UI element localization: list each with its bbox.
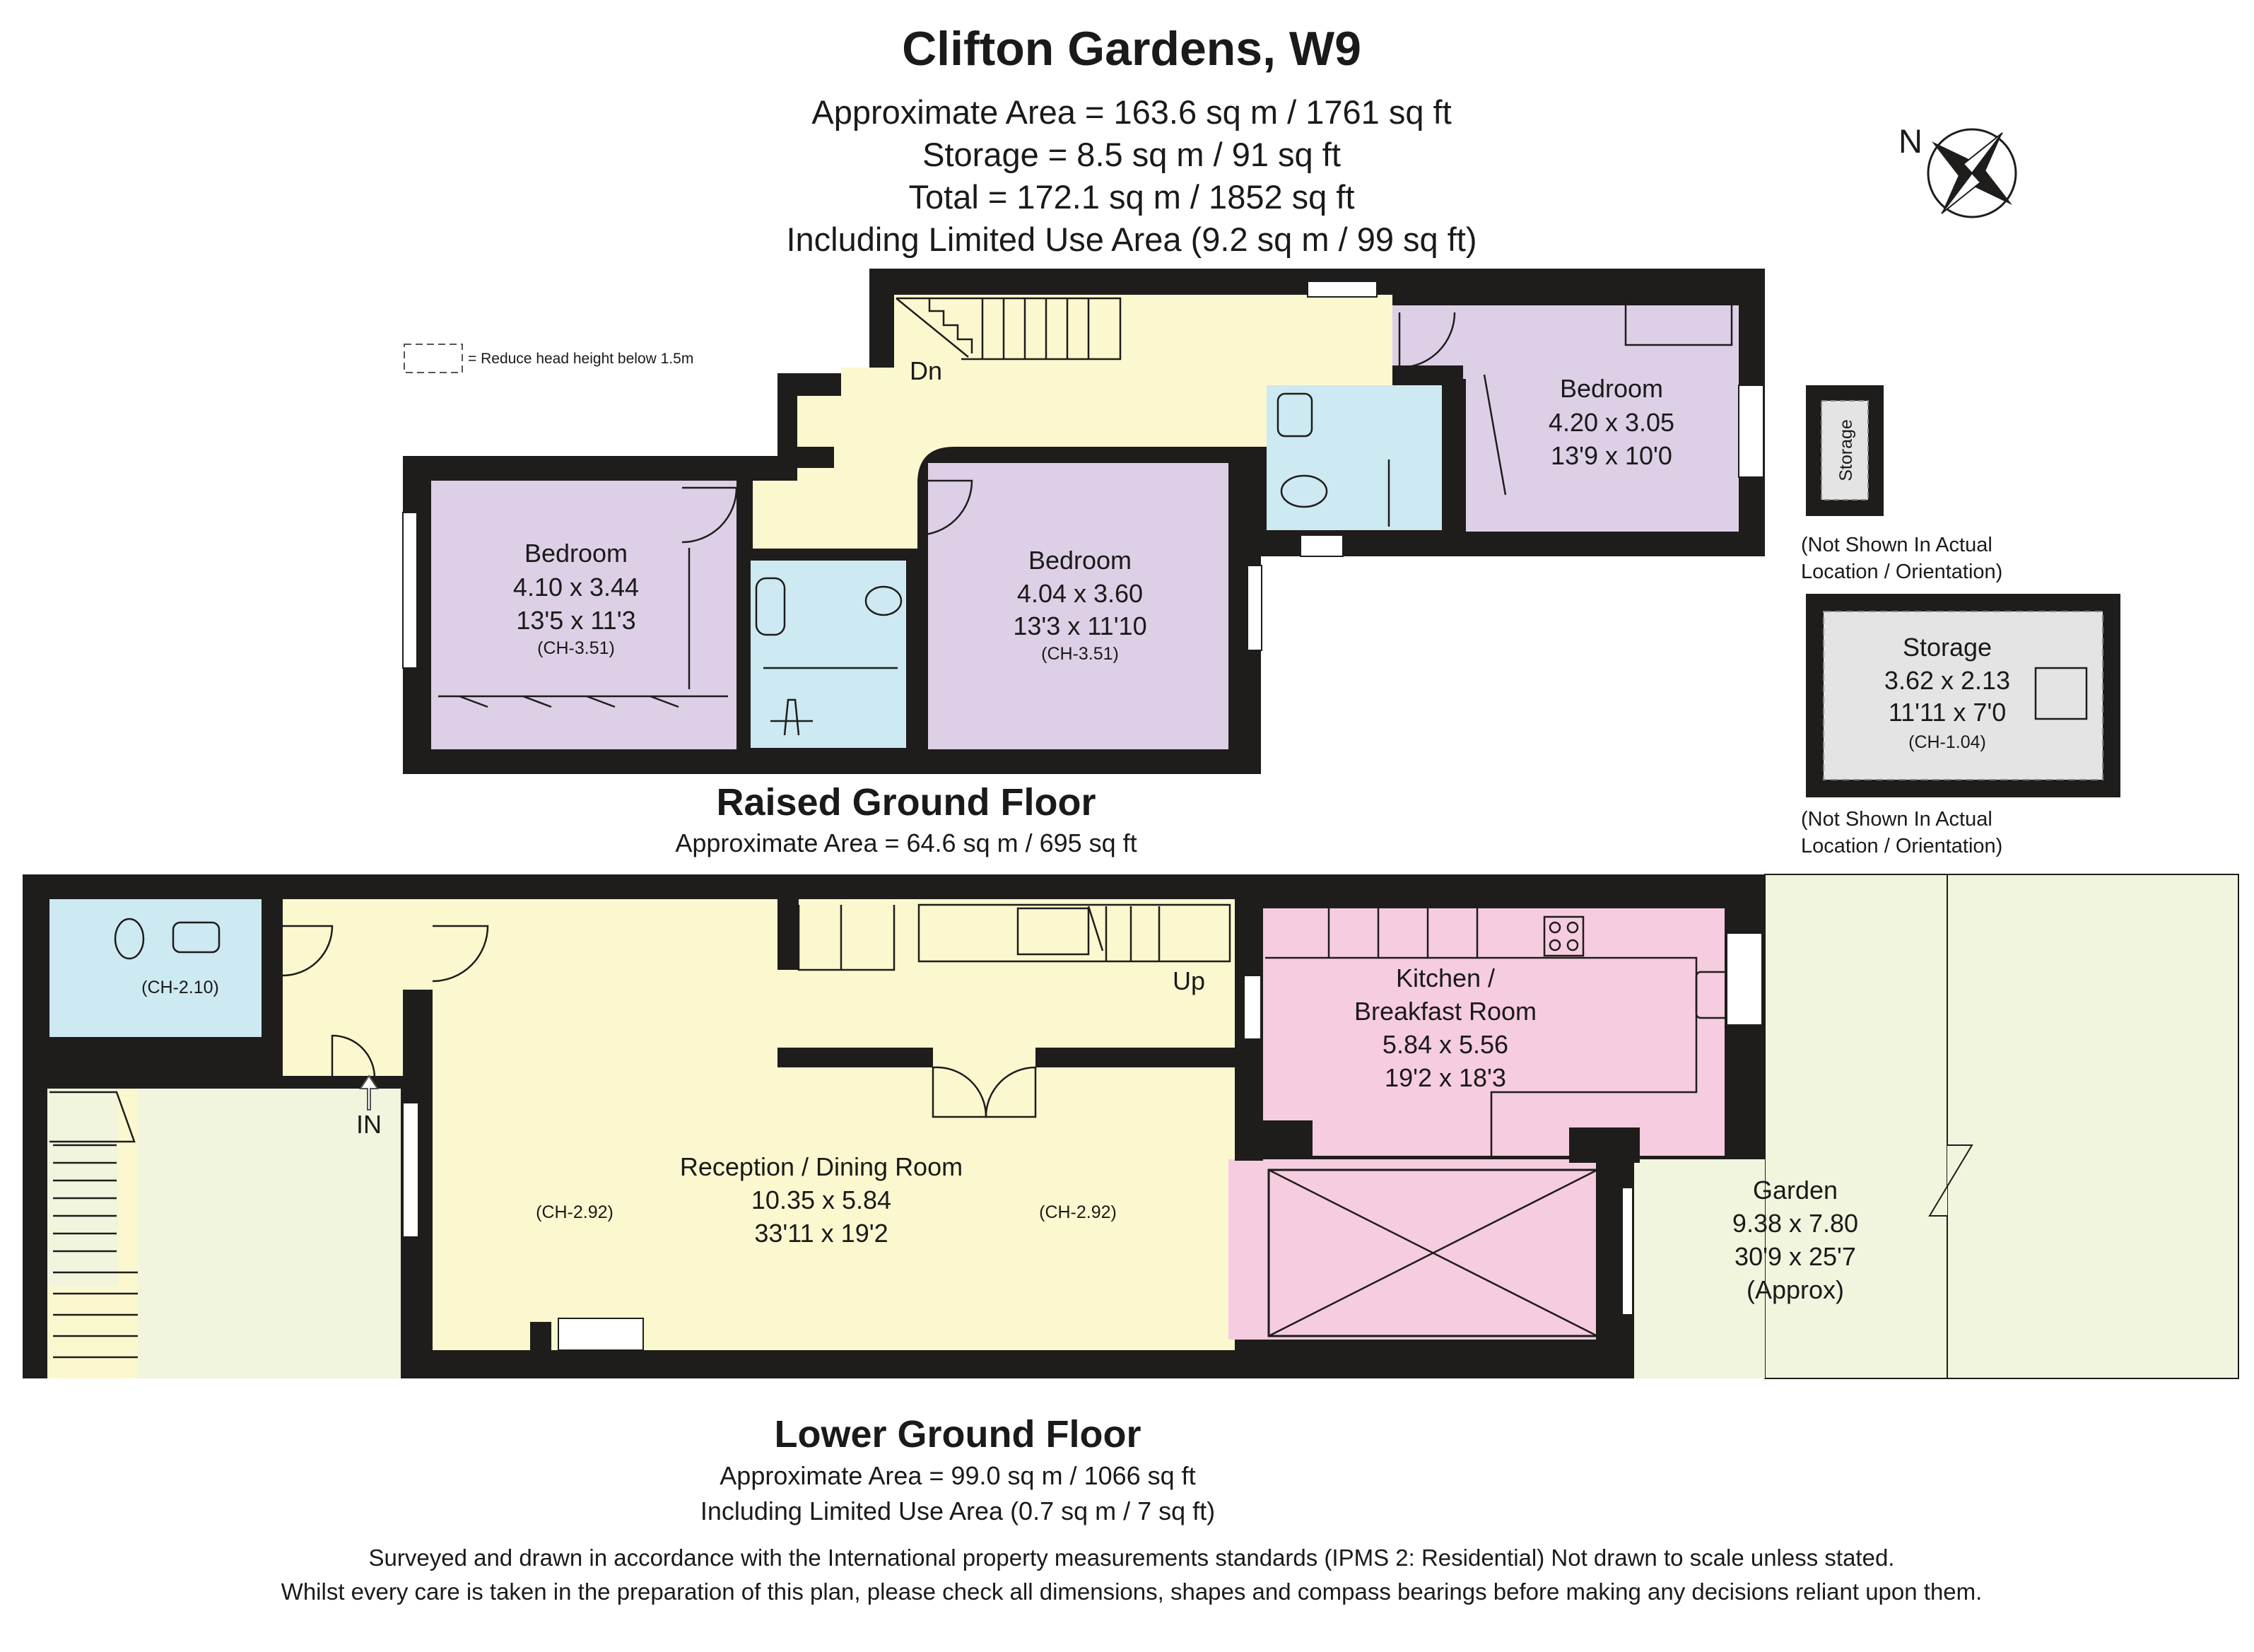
entrance-label: IN xyxy=(356,1110,382,1139)
storage-area-line: Storage = 8.5 sq m / 91 sq ft xyxy=(922,136,1341,173)
kitchen-imperial: 19'2 x 18'3 xyxy=(1385,1063,1506,1092)
total-area-line: Approximate Area = 163.6 sq m / 1761 sq … xyxy=(811,93,1451,131)
storage-large-ceiling: (CH-1.04) xyxy=(1908,732,1986,752)
bedroom-right-metric: 4.20 x 3.05 xyxy=(1549,408,1674,437)
lower-floor-area: Approximate Area = 99.0 sq m / 1066 sq f… xyxy=(720,1461,1195,1490)
sink-icon xyxy=(755,392,1313,636)
legend-text: = Reduce head height below 1.5m xyxy=(468,351,693,367)
wc-ceiling: (CH-2.10) xyxy=(141,978,219,997)
page-title: Clifton Gardens, W9 xyxy=(902,22,1361,76)
bedroom-middle-name: Bedroom xyxy=(1028,546,1132,575)
compass-icon: N xyxy=(1898,122,2017,218)
storage-small-note-2: Location / Orientation) xyxy=(1801,561,2002,583)
hob-icon xyxy=(1543,915,1585,957)
storage-large-name: Storage xyxy=(1903,633,1992,662)
bedroom-left-name: Bedroom xyxy=(524,539,628,568)
staircase-up-icon xyxy=(49,1091,138,1359)
kitchen-name-line2: Breakfast Room xyxy=(1354,997,1537,1026)
staircase-down-icon xyxy=(896,297,1122,361)
stairs-down-label: Dn xyxy=(910,356,942,385)
footer-disclaimer-1: Surveyed and drawn in accordance with th… xyxy=(369,1545,1895,1571)
reception-metric: 10.35 x 5.84 xyxy=(751,1185,891,1214)
reception-ceiling-right: (CH-2.92) xyxy=(1039,1202,1117,1222)
garden-note: (Approx) xyxy=(1747,1275,1844,1304)
storage-large-imperial: 11'11 x 7'0 xyxy=(1889,698,2007,727)
limited-use-line: Including Limited Use Area (9.2 sq m / 9… xyxy=(786,221,1477,258)
reception-imperial: 33'11 x 19'2 xyxy=(754,1219,888,1248)
kitchen-name-line1: Kitchen / xyxy=(1396,963,1495,992)
skylight-icon xyxy=(1267,1168,1599,1337)
storage-small-note-1: (Not Shown In Actual xyxy=(1801,534,1992,556)
garden-imperial: 30'9 x 25'7 xyxy=(1734,1242,1856,1271)
kitchen-metric: 5.84 x 5.56 xyxy=(1383,1030,1508,1059)
header: Clifton Gardens, W9 Approximate Area = 1… xyxy=(786,22,1477,258)
compass-north-label: N xyxy=(1898,122,1923,160)
door-swing-icon xyxy=(282,925,1037,1118)
bedroom-right-name: Bedroom xyxy=(1560,374,1663,403)
kitchen-sink-icon xyxy=(1695,932,1763,1026)
storage-large-note-2: Location / Orientation) xyxy=(1801,835,2002,857)
grand-total-line: Total = 172.1 sq m / 1852 sq ft xyxy=(909,178,1355,216)
storage-large: Storage 3.62 x 2.13 11'11 x 7'0 (CH-1.04… xyxy=(1801,594,2120,857)
toilet-icon xyxy=(864,474,1328,616)
bedroom-right-imperial: 13'9 x 10'0 xyxy=(1551,441,1672,470)
lower-floor-title: Lower Ground Floor xyxy=(775,1413,1141,1455)
shower-icon xyxy=(763,459,1390,736)
lower-ground-floor: IN (CH-2.10) Up Reception / Dining Room … xyxy=(23,874,2239,1525)
bedroom-left-imperial: 13'5 x 11'3 xyxy=(516,606,635,635)
legend: = Reduce head height below 1.5m xyxy=(404,344,693,373)
garden-metric: 9.38 x 7.80 xyxy=(1732,1209,1858,1238)
storage-small-name: Storage xyxy=(1836,419,1856,481)
storage-small: Storage (Not Shown In Actual Location / … xyxy=(1801,385,2002,583)
entrance-arrow-icon xyxy=(359,1074,379,1111)
lower-floor-limited: Including Limited Use Area (0.7 sq m / 7… xyxy=(700,1496,1215,1525)
footer-disclaimer-2: Whilst every care is taken in the prepar… xyxy=(281,1578,1983,1605)
storage-large-note-1: (Not Shown In Actual xyxy=(1801,808,1992,831)
raised-floor-area: Approximate Area = 64.6 sq m / 695 sq ft xyxy=(675,828,1137,857)
raised-ground-floor: Dn Bedroom 4.10 x 3.44 1 xyxy=(402,269,1765,857)
storage-large-metric: 3.62 x 2.13 xyxy=(1884,666,2010,695)
reception-ceiling-left: (CH-2.92) xyxy=(536,1202,614,1222)
bedroom-left-metric: 4.10 x 3.44 xyxy=(513,573,639,602)
bedroom-middle-imperial: 13'3 x 11'10 xyxy=(1013,611,1146,640)
garden-name: Garden xyxy=(1753,1176,1838,1205)
footer: Surveyed and drawn in accordance with th… xyxy=(281,1545,1983,1605)
sink-icon xyxy=(172,921,221,954)
bedroom-middle-metric: 4.04 x 3.60 xyxy=(1017,579,1143,608)
bedroom-left-ceiling: (CH-3.51) xyxy=(537,638,615,658)
raised-floor-title: Raised Ground Floor xyxy=(716,781,1096,824)
door-swing-icon xyxy=(681,312,1456,544)
reception-name: Reception / Dining Room xyxy=(680,1152,963,1181)
stairs-up-label: Up xyxy=(1173,966,1205,995)
toilet-icon xyxy=(114,918,145,960)
bedroom-middle-ceiling: (CH-3.51) xyxy=(1041,644,1119,664)
